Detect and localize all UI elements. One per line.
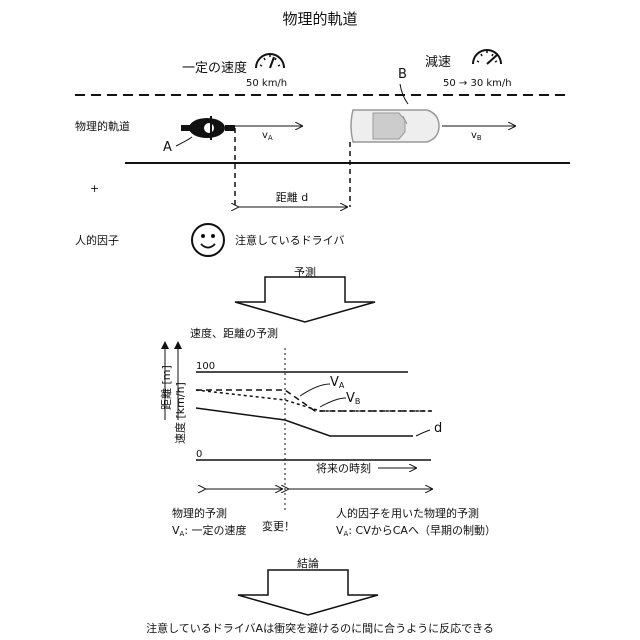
row-label-physical: 物理的軌道	[75, 119, 130, 133]
chart-tick-0: 0	[196, 449, 202, 460]
speed-b-value: 50 → 30 km/h	[443, 78, 512, 89]
speedometer-a-icon	[256, 54, 284, 68]
series-vb-label: VB	[346, 391, 360, 406]
speed-b-label: 減速	[425, 54, 451, 70]
chart-ylabel-distance: 距離 [m]	[159, 365, 173, 410]
plus-sign: +	[90, 182, 99, 195]
vb-label: vB	[471, 130, 482, 142]
vehicle-b-label: B	[398, 67, 407, 82]
smiley-face-icon	[192, 224, 224, 256]
conclusion-label: 結論	[297, 556, 319, 570]
chart-ylabel-speed: 速度 [km/h]	[173, 382, 187, 444]
motorcycle-icon	[181, 116, 235, 140]
series-d-label: d	[434, 421, 442, 436]
prediction-label: 予測	[294, 265, 316, 279]
speed-a-value: 50 km/h	[246, 78, 287, 89]
distance-label: 距離 d	[276, 190, 308, 204]
page-title: 物理的軌道	[282, 10, 357, 28]
chart-title: 速度、距離の予測	[190, 326, 278, 340]
va-label: vA	[262, 130, 273, 142]
series-va-label: VA	[330, 375, 345, 390]
caption-right-2: VA: CVからCAへ（早期の制動）	[336, 523, 496, 538]
speed-a-label: 一定の速度	[182, 60, 247, 76]
conclusion-arrow	[238, 570, 378, 615]
caption-left-1: 物理的予測	[172, 506, 227, 520]
vehicle-a-label: A	[163, 140, 172, 155]
chart-tick-100: 100	[196, 361, 215, 372]
speedometer-b-icon	[473, 50, 501, 64]
human-factor-label: 人的因子	[75, 233, 119, 247]
conclusion-text: 注意しているドライバAは衝突を避けるのに間に合うように反応できる	[146, 621, 494, 635]
prediction-arrow	[235, 277, 375, 322]
driver-label: 注意しているドライバ	[235, 233, 344, 247]
car-icon	[351, 110, 439, 142]
series-d	[196, 408, 413, 436]
caption-left-2: VA: 一定の速度	[172, 523, 247, 538]
series-va	[196, 390, 432, 411]
chart-xlabel: 将来の時刻	[316, 461, 371, 475]
series-vb	[196, 390, 432, 411]
caption-center: 変更！	[262, 519, 295, 533]
caption-right-1: 人的因子を用いた物理的予測	[336, 506, 479, 520]
